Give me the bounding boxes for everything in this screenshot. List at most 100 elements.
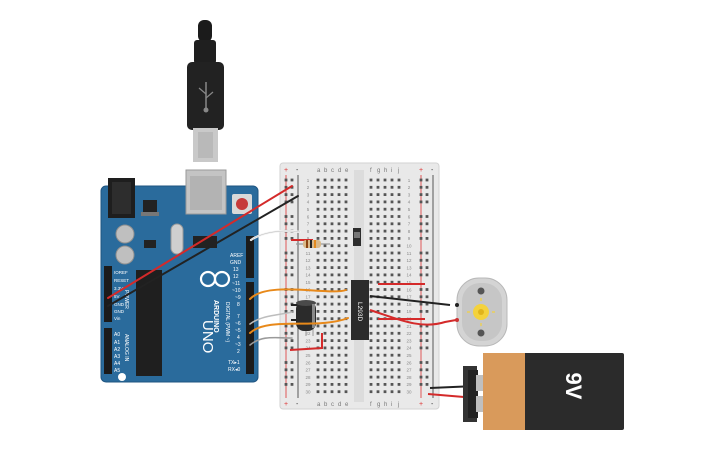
breadboard-hole[interactable]	[369, 258, 373, 262]
breadboard-hole[interactable]	[397, 390, 401, 394]
rail-hole[interactable]	[419, 324, 423, 328]
breadboard-hole[interactable]	[390, 229, 394, 233]
rail-hole[interactable]	[284, 310, 288, 313]
breadboard-hole[interactable]	[323, 302, 327, 306]
rail-hole[interactable]	[419, 339, 423, 342]
breadboard-hole[interactable]	[369, 193, 373, 196]
breadboard-hole[interactable]	[344, 331, 348, 335]
breadboard-hole[interactable]	[397, 258, 401, 262]
breadboard-hole[interactable]	[337, 375, 341, 379]
breadboard-hole[interactable]	[369, 317, 373, 321]
breadboard-hole[interactable]	[337, 207, 341, 211]
breadboard-hole[interactable]	[369, 251, 373, 255]
breadboard-hole[interactable]	[337, 353, 341, 357]
breadboard-hole[interactable]	[376, 375, 380, 379]
breadboard-hole[interactable]	[330, 353, 334, 357]
arduino-board[interactable]: ARDUINO UNO DIGITAL (PWM ~) POWER ANALOG…	[100, 169, 259, 383]
breadboard-hole[interactable]	[376, 353, 380, 357]
rail-hole[interactable]	[290, 215, 294, 218]
breadboard-hole[interactable]	[376, 288, 380, 291]
breadboard-hole[interactable]	[397, 339, 401, 342]
rail-hole[interactable]	[419, 375, 423, 379]
breadboard-hole[interactable]	[383, 178, 387, 182]
breadboard-hole[interactable]	[376, 390, 380, 394]
breadboard-hole[interactable]	[344, 237, 348, 240]
breadboard-hole[interactable]	[323, 390, 327, 394]
rail-hole[interactable]	[425, 361, 429, 364]
breadboard-hole[interactable]	[330, 317, 334, 321]
breadboard-hole[interactable]	[337, 237, 341, 240]
rail-hole[interactable]	[419, 266, 423, 269]
breadboard-hole[interactable]	[390, 339, 394, 342]
breadboard-hole[interactable]	[383, 237, 387, 240]
breadboard-hole[interactable]	[397, 361, 401, 364]
rail-hole[interactable]	[425, 178, 429, 182]
breadboard-hole[interactable]	[344, 244, 348, 248]
breadboard-hole[interactable]	[397, 244, 401, 248]
breadboard-hole[interactable]	[337, 178, 341, 182]
breadboard-hole[interactable]	[376, 310, 380, 313]
breadboard-hole[interactable]	[323, 317, 327, 321]
breadboard-hole[interactable]	[344, 229, 348, 233]
breadboard-hole[interactable]	[316, 368, 320, 372]
rail-hole[interactable]	[290, 222, 294, 226]
breadboard-hole[interactable]	[316, 178, 320, 182]
breadboard-hole[interactable]	[344, 207, 348, 211]
rail-hole[interactable]	[284, 178, 288, 182]
rail-hole[interactable]	[419, 258, 423, 262]
breadboard-hole[interactable]	[397, 375, 401, 379]
breadboard-hole[interactable]	[330, 273, 334, 277]
breadboard-hole[interactable]	[383, 390, 387, 394]
rail-hole[interactable]	[284, 302, 288, 306]
breadboard-hole[interactable]	[376, 324, 380, 328]
breadboard-hole[interactable]	[316, 317, 320, 321]
breadboard-hole[interactable]	[344, 215, 348, 218]
breadboard-hole[interactable]	[369, 185, 373, 189]
breadboard-hole[interactable]	[337, 390, 341, 394]
breadboard-hole[interactable]	[316, 361, 320, 364]
rail-hole[interactable]	[425, 215, 429, 218]
breadboard-hole[interactable]	[376, 273, 380, 277]
breadboard-hole[interactable]	[316, 390, 320, 394]
rail-hole[interactable]	[425, 339, 429, 342]
rail-hole[interactable]	[425, 368, 429, 372]
breadboard-hole[interactable]	[344, 353, 348, 357]
breadboard-hole[interactable]	[383, 339, 387, 342]
breadboard-hole[interactable]	[337, 266, 341, 269]
breadboard-hole[interactable]	[337, 288, 341, 291]
rail-hole[interactable]	[284, 266, 288, 269]
breadboard-hole[interactable]	[330, 368, 334, 372]
breadboard-hole[interactable]	[390, 258, 394, 262]
breadboard-hole[interactable]	[376, 215, 380, 218]
breadboard-hole[interactable]	[390, 200, 394, 204]
breadboard-hole[interactable]	[316, 251, 320, 255]
breadboard-hole[interactable]	[330, 178, 334, 182]
breadboard-hole[interactable]	[390, 244, 394, 248]
breadboard-hole[interactable]	[337, 383, 341, 386]
breadboard-hole[interactable]	[323, 193, 327, 196]
breadboard-hole[interactable]	[397, 346, 401, 350]
breadboard-hole[interactable]	[316, 280, 320, 284]
breadboard-hole[interactable]	[397, 302, 401, 306]
rail-hole[interactable]	[419, 361, 423, 364]
rail-hole[interactable]	[290, 251, 294, 255]
breadboard-hole[interactable]	[344, 251, 348, 255]
breadboard-hole[interactable]	[316, 310, 320, 313]
breadboard-hole[interactable]	[397, 280, 401, 284]
breadboard-hole[interactable]	[316, 193, 320, 196]
rail-hole[interactable]	[290, 178, 294, 182]
breadboard-hole[interactable]	[316, 295, 320, 299]
rail-hole[interactable]	[425, 251, 429, 255]
breadboard-hole[interactable]	[383, 383, 387, 386]
rail-hole[interactable]	[284, 339, 288, 342]
breadboard-hole[interactable]	[323, 185, 327, 189]
breadboard-hole[interactable]	[390, 346, 394, 350]
breadboard-hole[interactable]	[376, 244, 380, 248]
breadboard-hole[interactable]	[397, 383, 401, 386]
breadboard-hole[interactable]	[344, 258, 348, 262]
breadboard-hole[interactable]	[337, 251, 341, 255]
breadboard-hole[interactable]	[323, 310, 327, 313]
rail-hole[interactable]	[419, 185, 423, 189]
breadboard-hole[interactable]	[369, 324, 373, 328]
rail-hole[interactable]	[284, 222, 288, 226]
